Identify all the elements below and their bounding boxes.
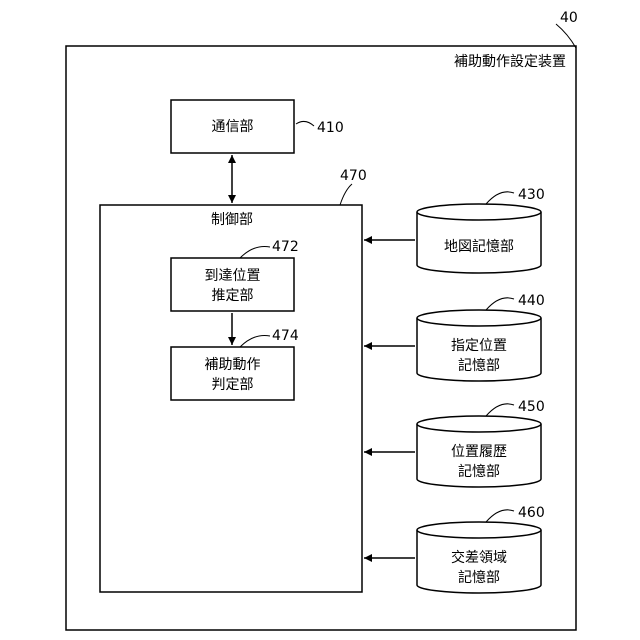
intersection-area-storage-cylinder-top	[417, 522, 541, 538]
device-title: 補助動作設定装置	[454, 54, 566, 70]
control-unit-ref: 470	[340, 168, 367, 184]
device-ref-leader	[556, 24, 576, 48]
control-unit-label: 制御部	[211, 212, 253, 228]
position-history-storage-ref-leader	[486, 404, 514, 416]
intersection-area-storage-ref: 460	[518, 505, 545, 521]
map-storage-line1: 地図記憶部	[444, 238, 514, 255]
position-history-storage: 位置履歴 記憶部 450	[417, 399, 545, 487]
assist-judgment-unit-line2: 判定部	[212, 377, 254, 393]
designated-position-storage-cylinder-top	[417, 310, 541, 326]
assist-judgment-unit-line1: 補助動作	[205, 357, 261, 373]
position-history-storage-line1: 位置履歴	[451, 444, 507, 460]
assist-judgment-unit-ref-leader	[240, 335, 270, 347]
control-unit-ref-leader	[340, 184, 352, 205]
map-storage-ref: 430	[518, 187, 545, 203]
arrival-estimation-unit-line1: 到達位置	[205, 268, 261, 284]
arrival-estimation-unit-ref: 472	[272, 239, 299, 255]
map-storage-ref-leader	[486, 192, 514, 204]
communication-unit-ref-leader	[296, 121, 314, 126]
designated-position-storage-ref: 440	[518, 293, 545, 309]
map-storage-cylinder-top	[417, 204, 541, 220]
communication-unit-label: 通信部	[212, 119, 254, 135]
arrival-estimation-unit-line2: 推定部	[212, 288, 254, 304]
position-history-storage-ref: 450	[518, 399, 545, 415]
designated-position-storage-line1: 指定位置	[451, 338, 507, 354]
communication-unit: 通信部 410	[171, 100, 344, 153]
position-history-storage-cylinder-top	[417, 416, 541, 432]
communication-unit-ref: 410	[317, 120, 344, 136]
intersection-area-storage-line1: 交差領域	[451, 549, 507, 566]
designated-position-storage-ref-leader	[486, 298, 514, 310]
designated-position-storage-line2: 記憶部	[458, 357, 500, 374]
device-ref: 40	[560, 10, 578, 26]
arrival-estimation-unit-ref-leader	[240, 246, 270, 258]
designated-position-storage: 指定位置 記憶部 440	[417, 293, 545, 381]
assist-judgment-unit-ref: 474	[272, 328, 299, 344]
position-history-storage-line2: 記憶部	[458, 463, 500, 480]
intersection-area-storage-line2: 記憶部	[458, 569, 500, 586]
intersection-area-storage: 交差領域 記憶部 460	[417, 505, 545, 593]
map-storage: 地図記憶部 430	[417, 187, 545, 273]
arrival-estimation-unit: 到達位置 推定部 472	[171, 239, 299, 311]
assist-judgment-unit: 補助動作 判定部 474	[171, 328, 299, 400]
intersection-area-storage-ref-leader	[486, 510, 514, 522]
